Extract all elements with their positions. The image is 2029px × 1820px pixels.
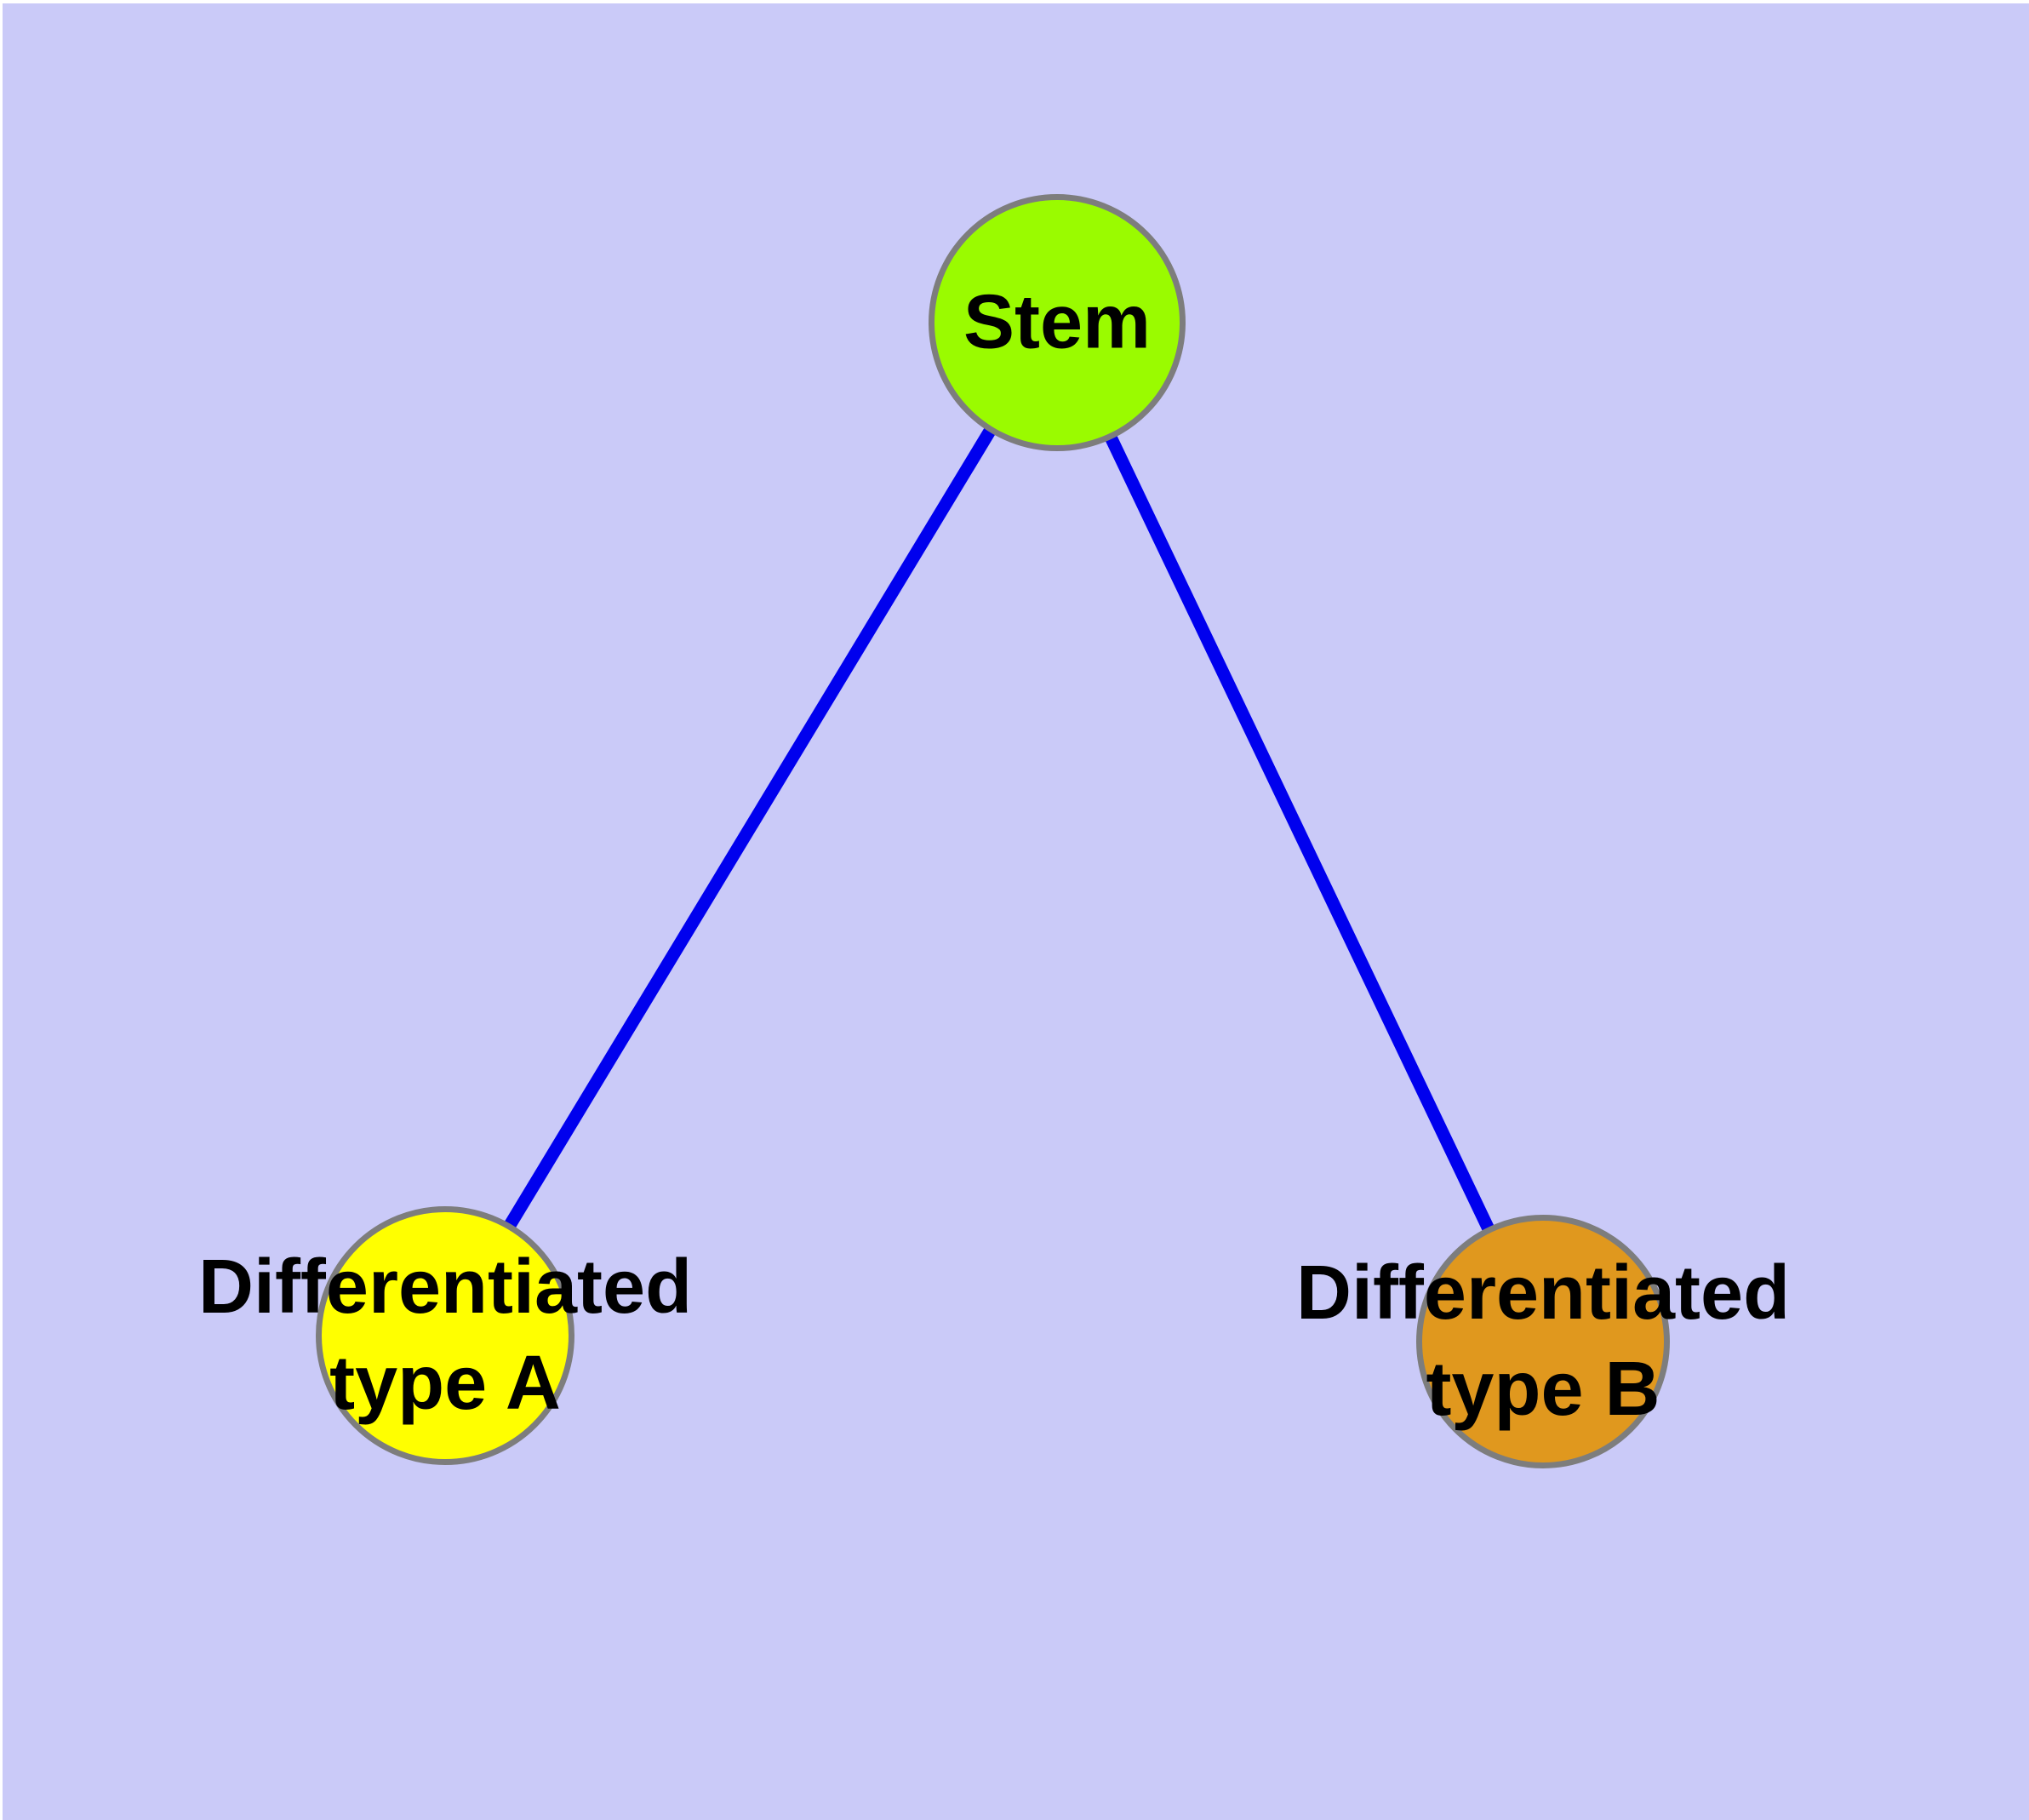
node-differentiated-type-a-label-line1: Differentiated [197, 1245, 693, 1330]
node-differentiated-type-b-label: Differentiated type B [1296, 1245, 1790, 1438]
edges-layer [438, 318, 1547, 1342]
node-stem-label-text: Stem [963, 279, 1152, 365]
node-differentiated-type-b-label-line1: Differentiated [1295, 1251, 1791, 1336]
edge-stem-to-type-b [1049, 319, 1547, 1342]
node-stem-label: Stem [963, 275, 1151, 371]
node-differentiated-type-a-label-line2: type A [329, 1341, 561, 1426]
node-differentiated-type-a [316, 1206, 574, 1465]
node-differentiated-type-b-label-line2: type B [1426, 1347, 1660, 1432]
node-differentiated-type-a-label: Differentiated type A [198, 1239, 692, 1432]
node-stem [929, 194, 1186, 451]
node-differentiated-type-b [1416, 1215, 1670, 1468]
edge-stem-to-type-a [438, 318, 1061, 1336]
